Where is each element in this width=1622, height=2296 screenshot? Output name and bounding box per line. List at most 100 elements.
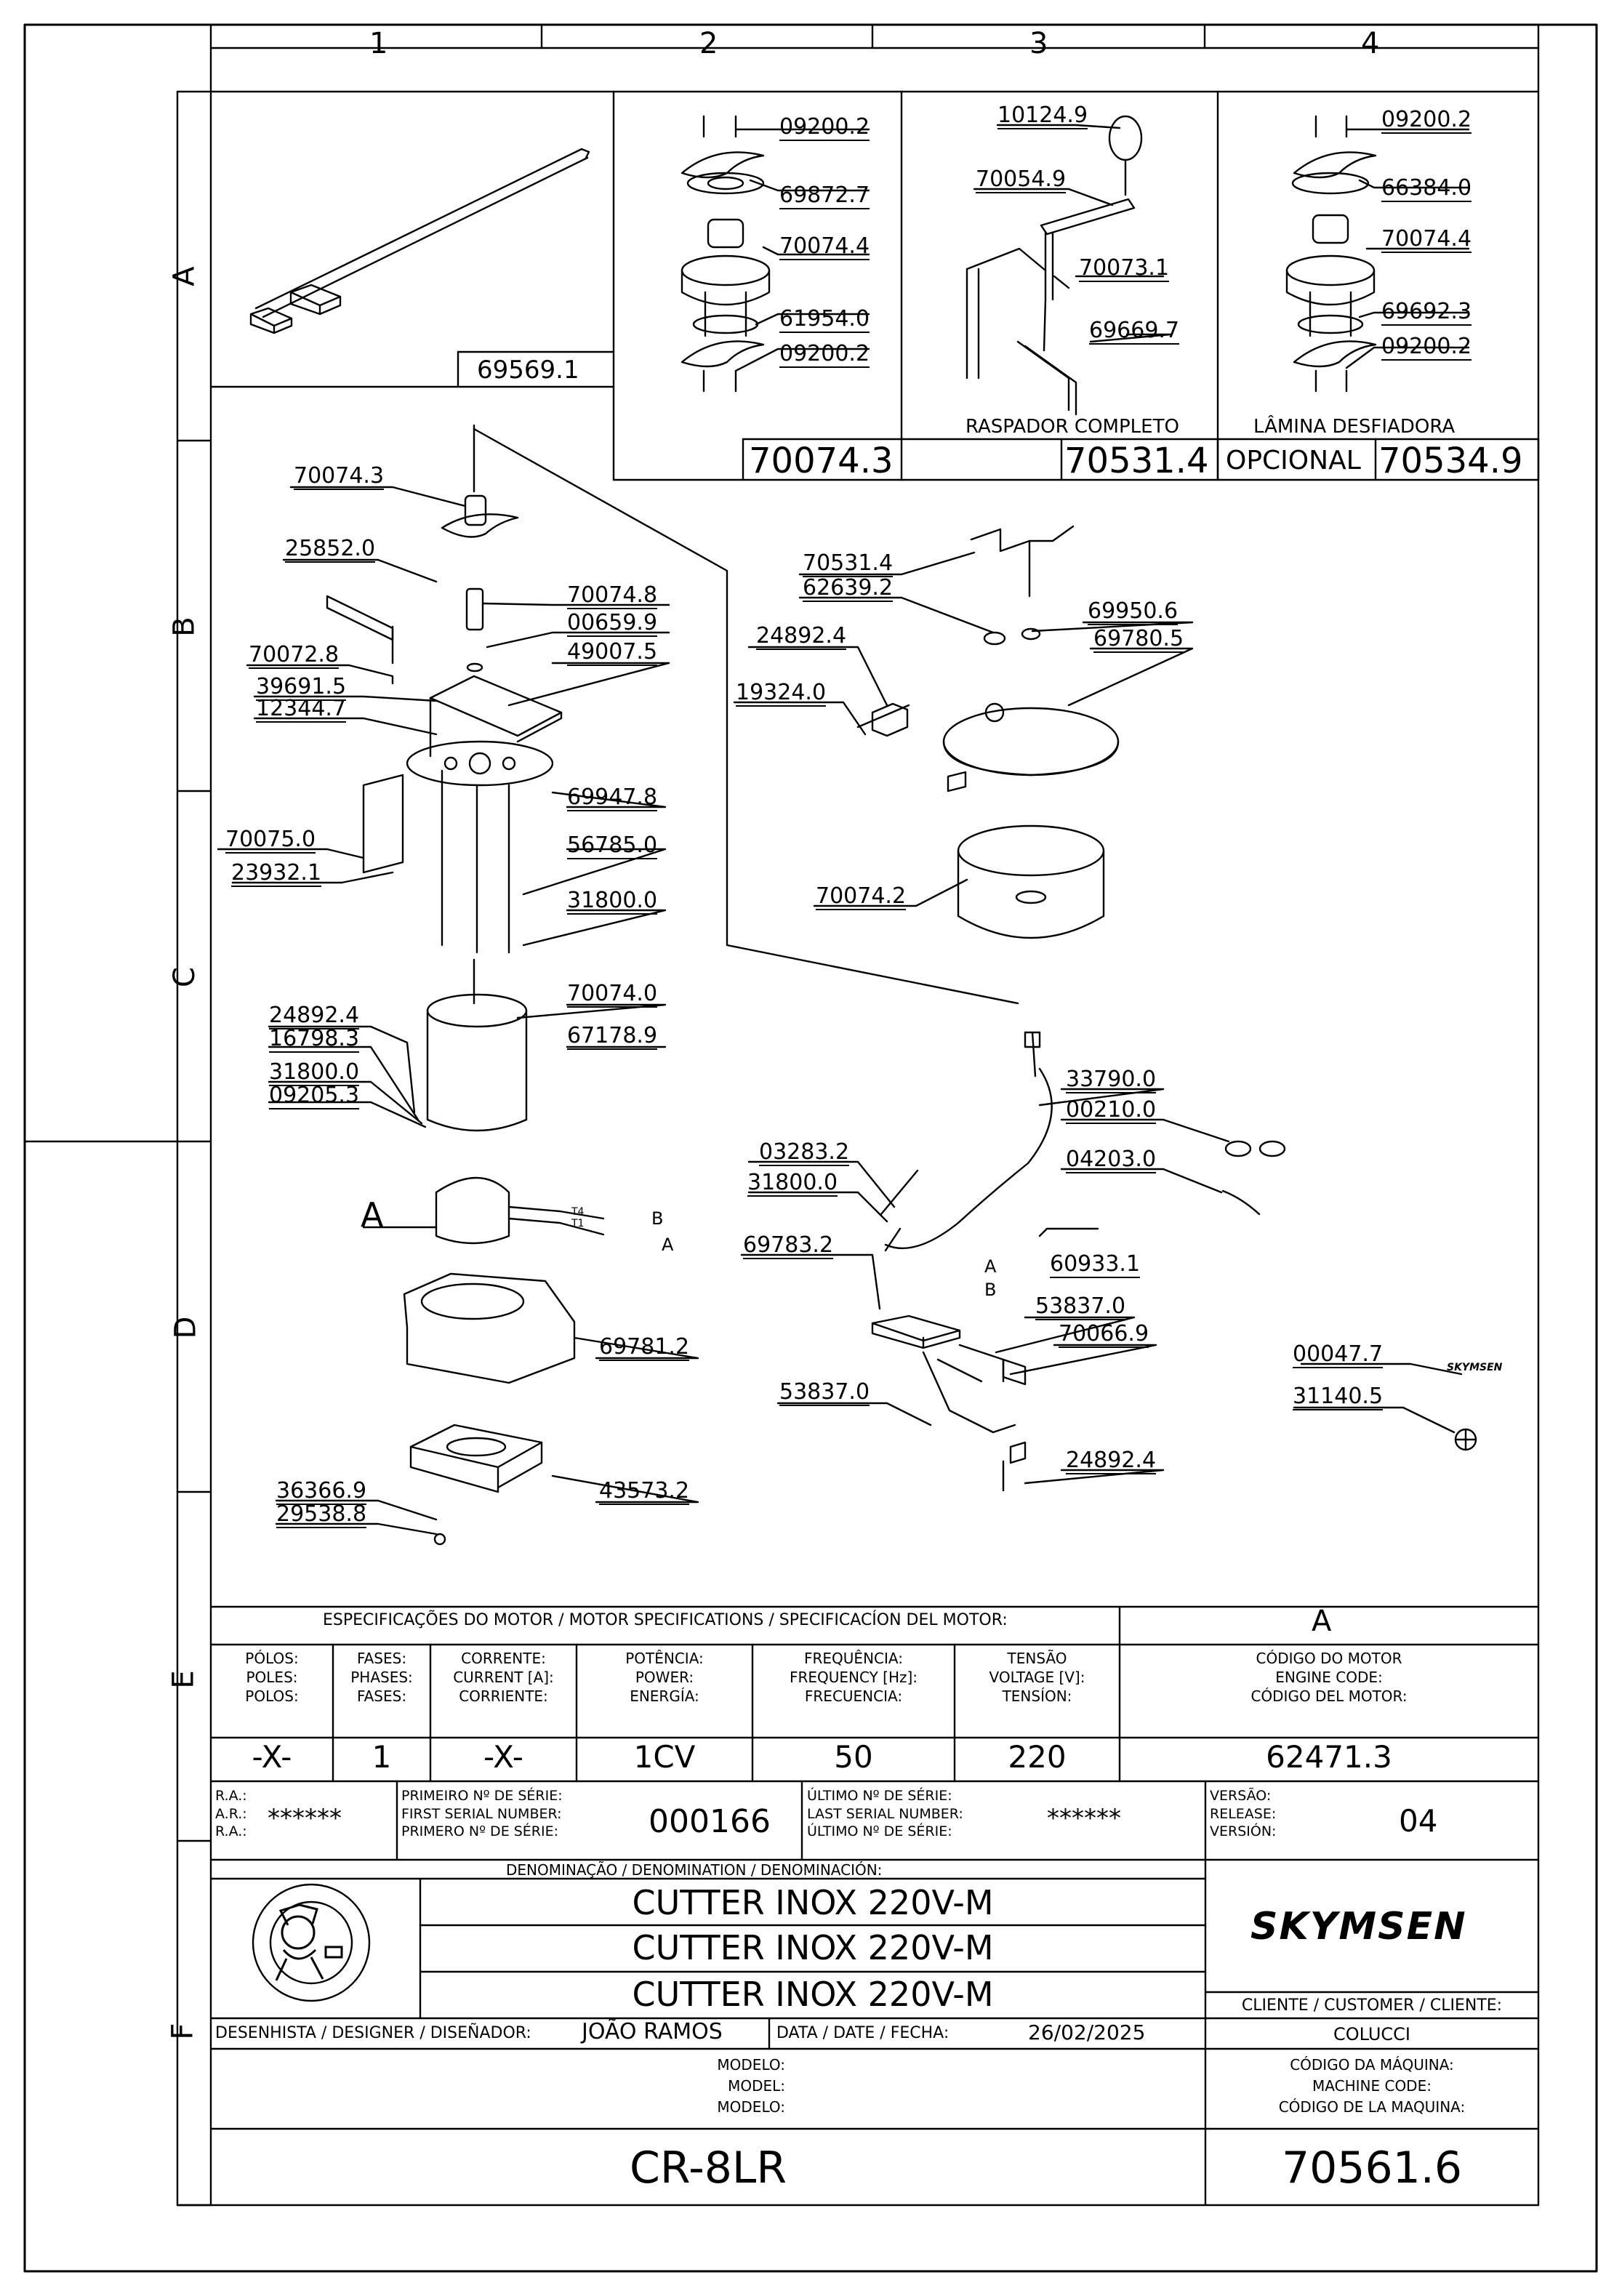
grid-row-e: E	[166, 1670, 201, 1689]
part-number: 09200.2	[779, 114, 870, 141]
part-number: 70074.3	[294, 463, 385, 490]
part-number: 00659.9	[567, 610, 658, 637]
brand-logo: SKYMSEN	[1250, 1905, 1467, 1948]
authorized-service-seal	[252, 1883, 371, 2002]
client-label: CLIENTE / CUSTOMER / CLIENTE:	[1241, 1996, 1503, 2015]
col-engine-code-head: CÓDIGO DO MOTOR ENGINE CODE: CÓDIGO DEL …	[1120, 1649, 1538, 1706]
part-number: 09200.2	[1381, 334, 1472, 361]
part-number: 69872.7	[779, 182, 870, 209]
part-number: 70074.0	[567, 981, 658, 1008]
part-number: 69947.8	[567, 784, 658, 811]
part-number: 49007.5	[567, 639, 658, 666]
value-current: -X-	[483, 1739, 523, 1775]
part-number: 53837.0	[779, 1379, 870, 1406]
board-terminal-a: A	[984, 1256, 997, 1277]
value-engine-code: 62471.3	[1266, 1739, 1392, 1775]
part-number: 23932.1	[231, 860, 322, 887]
label: ENERGÍA:	[630, 1687, 699, 1705]
panel4-ref: 70534.9	[1378, 441, 1523, 481]
label: CORRIENTE:	[459, 1687, 548, 1705]
blade-assembly-drawing	[680, 115, 771, 393]
first-serial-value: 000166	[649, 1803, 771, 1840]
part-number: 70072.8	[249, 642, 340, 669]
part-number: 70074.2	[816, 883, 907, 910]
part-number: 24892.4	[269, 1003, 360, 1029]
shredder-blade-drawing	[1285, 115, 1377, 393]
label: A.R.:	[215, 1805, 247, 1822]
part-number: 09200.2	[1381, 107, 1472, 134]
panel4-optional: OPCIONAL	[1226, 446, 1361, 475]
ra-value: ******	[268, 1804, 342, 1833]
label: ÚLTIMO Nº DE SÉRIE:	[807, 1788, 952, 1804]
part-number: 12344.7	[256, 696, 347, 723]
part-number: 61954.0	[779, 306, 870, 333]
part-number: 09205.3	[269, 1083, 360, 1109]
client-value: COLUCCI	[1333, 2024, 1410, 2044]
label: FIRST SERIAL NUMBER:	[401, 1805, 562, 1822]
board-terminal-b: B	[984, 1280, 997, 1300]
leader-lines	[217, 124, 1470, 1536]
label: MODELO:	[717, 2098, 785, 2116]
panel3-ref: 70531.4	[1064, 441, 1209, 481]
designer-value: JOÃO RAMOS	[582, 2019, 723, 2044]
label: FREQUENCY [Hz]:	[789, 1669, 918, 1686]
value-power: 1CV	[633, 1739, 696, 1775]
grid-column-4: 4	[1361, 27, 1380, 60]
part-number: 69950.6	[1088, 598, 1179, 625]
denomination-label: DENOMINAÇÃO / DENOMINATION / DENOMINACIÓ…	[506, 1861, 883, 1879]
label: TENSÃO	[1007, 1650, 1067, 1667]
part-number: 33790.0	[1066, 1067, 1157, 1093]
part-number: 24892.4	[756, 623, 847, 650]
last-serial-labels: ÚLTIMO Nº DE SÉRIE: LAST SERIAL NUMBER: …	[807, 1787, 963, 1841]
denomination-line-3: CUTTER INOX 220V-M	[632, 1975, 994, 2014]
label: CORRENTE:	[461, 1650, 546, 1667]
part-number: 70066.9	[1059, 1321, 1149, 1348]
grid-column-3: 3	[1029, 27, 1048, 60]
label: R.A.:	[215, 1823, 247, 1840]
model-labels: MODELO: MODEL: MODELO:	[640, 2055, 785, 2118]
part-number: 43573.2	[599, 1478, 690, 1505]
machine-code-labels: CÓDIGO DA MÁQUINA: MACHINE CODE: CÓDIGO …	[1205, 2055, 1538, 2118]
scraper-assembly-drawing	[965, 115, 1143, 416]
label: POWER:	[635, 1669, 694, 1686]
part-number: 19324.0	[736, 680, 827, 707]
label: CÓDIGO DO MOTOR	[1256, 1650, 1402, 1667]
label: MODELO:	[717, 2056, 785, 2074]
col-phases-head: FASES: PHASES: FASES:	[333, 1649, 430, 1706]
value-frequency: 50	[834, 1739, 873, 1775]
date-label: DATA / DATE / FECHA:	[776, 2024, 949, 2042]
designer-label: DESENHISTA / DESIGNER / DISEÑADOR:	[215, 2024, 531, 2042]
motor-version-letter: A	[1312, 1605, 1332, 1638]
label: CÓDIGO DEL MOTOR:	[1250, 1687, 1408, 1705]
part-number: 56785.0	[567, 832, 658, 859]
label: CÓDIGO DA MÁQUINA:	[1290, 2056, 1454, 2074]
grid-row-f: F	[166, 2023, 200, 2040]
label: FASES:	[356, 1687, 407, 1705]
label: PRIMERO Nº DE SÉRIE:	[401, 1823, 559, 1840]
value-poles: -X-	[252, 1739, 292, 1775]
date-value: 26/02/2025	[1028, 2020, 1146, 2044]
label: POLES:	[246, 1669, 298, 1686]
part-number: 24892.4	[1066, 1448, 1157, 1474]
col-power-head: POTÊNCIA: POWER: ENERGÍA:	[577, 1649, 752, 1706]
part-number: 70075.0	[225, 827, 316, 854]
label: PRIMEIRO Nº DE SÉRIE:	[401, 1788, 563, 1804]
part-number: 70054.9	[976, 166, 1067, 193]
label: R.A.:	[215, 1788, 247, 1804]
label: CÓDIGO DE LA MAQUINA:	[1278, 2098, 1466, 2116]
panel2-ref: 70074.3	[749, 441, 894, 481]
label: CURRENT [A]:	[453, 1669, 554, 1686]
part-number: 29538.8	[276, 1501, 367, 1528]
part-number: 31140.5	[1293, 1384, 1384, 1410]
label: ÚLTIMO Nº DE SÉRIE:	[807, 1823, 952, 1840]
first-serial-labels: PRIMEIRO Nº DE SÉRIE: FIRST SERIAL NUMBE…	[401, 1787, 563, 1841]
part-number: 16798.3	[269, 1026, 360, 1053]
label: TENSÍON:	[1002, 1687, 1072, 1705]
part-number: 69780.5	[1093, 626, 1184, 653]
part-number: 09200.2	[779, 341, 870, 368]
wire-to-b: B	[651, 1208, 664, 1229]
part-number: 70074.4	[779, 233, 870, 260]
panel3-caption: RASPADOR COMPLETO	[965, 416, 1179, 438]
wire-label-t4: T4	[571, 1206, 585, 1218]
label: PHASES:	[350, 1669, 413, 1686]
